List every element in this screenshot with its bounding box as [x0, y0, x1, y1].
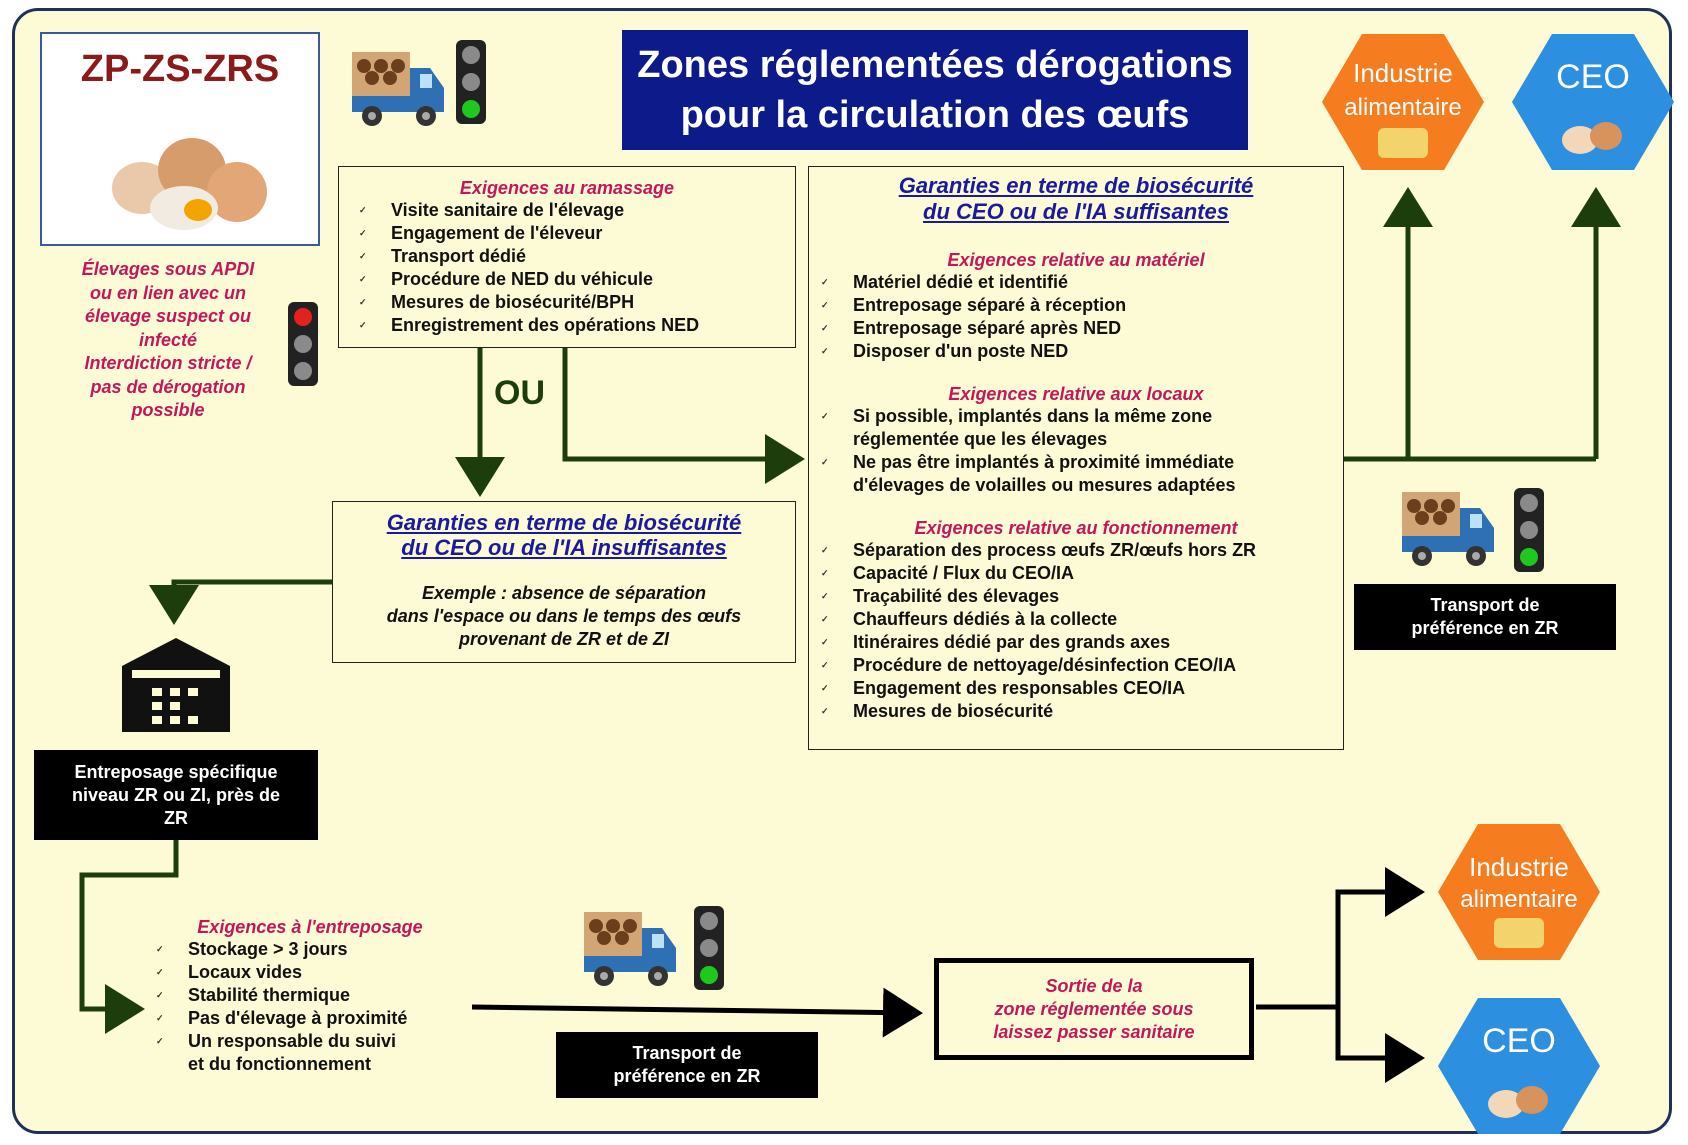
list-item: Itinéraires dédié par des grands axes: [815, 631, 1343, 654]
traffic-light-green-icon: [694, 906, 724, 990]
locaux-list: Si possible, implantés dans la même zone…: [815, 405, 1285, 497]
list-item: Pas d'élevage à proximité: [150, 1007, 470, 1030]
list-item: Disposer d'un poste NED: [815, 340, 1343, 363]
zp-zone-box: ZP-ZS-ZRS: [40, 32, 320, 246]
garanties-insuffisantes-box: Garanties en terme de biosécurité du CEO…: [332, 501, 796, 663]
garanties-suffisantes-box: Garanties en terme de biosécurité du CEO…: [808, 166, 1344, 750]
hexagon-icon: [1438, 824, 1600, 960]
list-item: Stockage > 3 jours: [150, 938, 470, 961]
hexagon-icon: [1438, 998, 1600, 1134]
arrow-to-ceo-bottom: [1335, 1007, 1425, 1083]
materiel-title: Exigences relative au matériel: [947, 250, 1205, 270]
fonctionnement-title: Exigences relative au fonctionnement: [914, 518, 1238, 538]
traffic-light-red-icon: [288, 302, 318, 386]
ramassage-box: Exigences au ramassage Visite sanitaire …: [338, 166, 796, 348]
title-line1: Zones réglementées dérogations: [637, 44, 1233, 86]
hex-ceo-top: CEO: [1510, 32, 1676, 172]
list-item: Locaux vides: [150, 961, 470, 984]
list-item: Procédure de nettoyage/désinfection CEO/…: [815, 654, 1343, 677]
list-item: Procédure de NED du véhicule: [353, 268, 795, 291]
list-item: Engagement de l'éleveur: [353, 222, 795, 245]
hexagon-icon: [1322, 34, 1484, 170]
arrow-to-industrie-bottom: [1335, 867, 1425, 1007]
entreposage-box: Entreposage spécifique niveau ZR ou ZI, …: [34, 750, 318, 840]
apdi-warning: Élevages sous APDI ou en lien avec un él…: [81, 259, 255, 420]
list-item: Un responsable du suivi et du fonctionne…: [150, 1030, 398, 1076]
sortie-box: Sortie de la zone réglementée sous laiss…: [934, 958, 1254, 1060]
truck-icon: [1402, 492, 1494, 566]
list-item: Matériel dédié et identifié: [815, 271, 1343, 294]
locaux-title: Exigences relative aux locaux: [948, 384, 1204, 404]
hex-industrie-bottom: Industrie alimentaire: [1436, 822, 1602, 962]
list-item: Séparation des process œufs ZR/œufs hors…: [815, 539, 1343, 562]
list-item: Capacité / Flux du CEO/IA: [815, 562, 1343, 585]
ramassage-list: Visite sanitaire de l'élevage Engagement…: [353, 199, 795, 337]
garanties-ko-example: Exemple : absence de séparation dans l'e…: [386, 583, 742, 649]
list-item: Traçabilité des élevages: [815, 585, 1343, 608]
list-item: Ne pas être implantés à proximité immédi…: [815, 451, 1285, 497]
materiel-list: Matériel dédié et identifié Entreposage …: [815, 271, 1343, 363]
zp-zone-label: ZP-ZS-ZRS: [80, 48, 280, 90]
truck-icon: [584, 912, 676, 986]
list-item: Chauffeurs dédiés à la collecte: [815, 608, 1343, 631]
list-item: Visite sanitaire de l'élevage: [353, 199, 795, 222]
garanties-ok-title: Garanties en terme de biosécurité du CEO…: [898, 173, 1254, 224]
arrow-to-sortie: [471, 987, 923, 1038]
traffic-light-green-icon: [456, 40, 486, 124]
truck-icon: [352, 52, 444, 126]
title-line2: pour la circulation des œufs: [680, 94, 1190, 136]
arrow-to-storage-req: [79, 838, 179, 1034]
list-item: Stabilité thermique: [150, 984, 470, 1007]
eggs-icon: [112, 138, 267, 230]
list-item: Engagement des responsables CEO/IA: [815, 677, 1343, 700]
ou-label: OU: [494, 374, 545, 412]
ramassage-title: Exigences au ramassage: [459, 178, 675, 198]
list-item: Mesures de biosécurité/BPH: [353, 291, 795, 314]
hex-industrie-top: Industrie alimentaire: [1320, 32, 1486, 172]
entreposage-requirements: Exigences à l'entreposage Stockage > 3 j…: [150, 916, 470, 1076]
hexagon-icon: [1512, 34, 1674, 170]
fonctionnement-list: Séparation des process œufs ZR/œufs hors…: [815, 539, 1343, 723]
arrow-to-warehouse: [149, 579, 332, 625]
list-item: Enregistrement des opérations NED: [353, 314, 795, 337]
arrow-to-sufficient: [562, 348, 805, 484]
list-item: Entreposage séparé à réception: [815, 294, 1343, 317]
hex-ceo-bottom: CEO: [1436, 996, 1602, 1136]
garanties-ko-title: Garanties en terme de biosécurité du CEO…: [386, 510, 742, 560]
page-title: Zones réglementées dérogations pour la c…: [622, 30, 1248, 150]
entreposage-req-list: Stockage > 3 jours Locaux vides Stabilit…: [150, 938, 470, 1076]
entreposage-req-title: Exigences à l'entreposage: [197, 917, 423, 937]
list-item: Transport dédié: [353, 245, 795, 268]
traffic-light-green-icon: [1514, 488, 1544, 572]
list-item: Entreposage séparé après NED: [815, 317, 1343, 340]
list-item: Mesures de biosécurité: [815, 700, 1343, 723]
transport-bottom-box: Transport de préférence en ZR: [556, 1032, 818, 1098]
list-item: Si possible, implantés dans la même zone…: [815, 405, 1285, 451]
warehouse-icon: [122, 638, 230, 732]
transport-right-box: Transport de préférence en ZR: [1354, 584, 1616, 650]
